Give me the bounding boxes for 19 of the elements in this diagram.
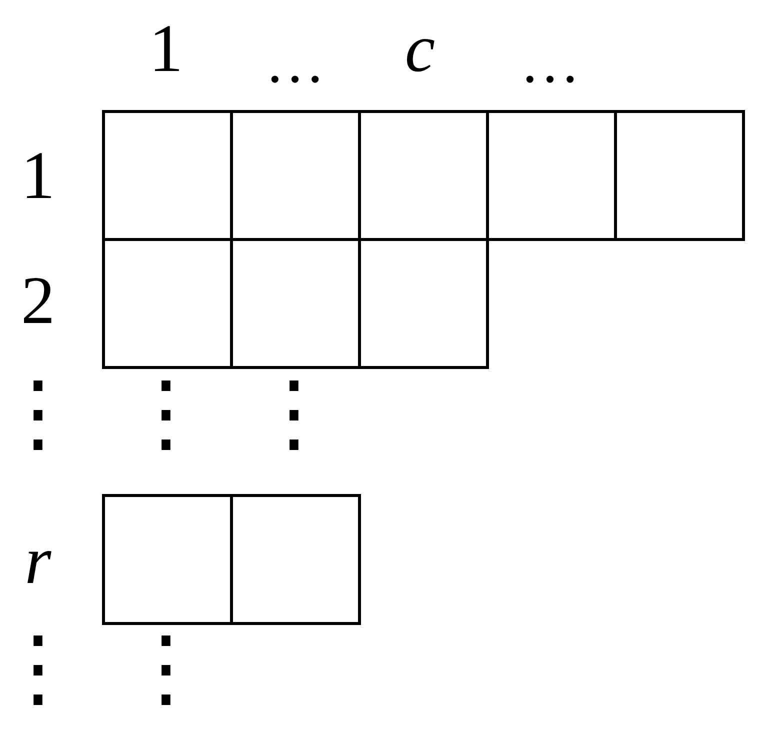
row-number: 2 (21, 266, 55, 334)
diagram-cell (102, 494, 233, 625)
ellipsis: … (520, 32, 580, 92)
column-variable: c (404, 14, 436, 82)
column-number: 1 (149, 14, 183, 82)
row-number: 1 (21, 141, 55, 209)
ellipsis: … (265, 32, 325, 92)
vertical-ellipsis: ⋮ (123, 625, 209, 711)
vertical-ellipsis: ⋮ (0, 625, 81, 711)
diagram-cell (230, 494, 361, 625)
diagram-cell (102, 110, 233, 241)
vertical-ellipsis: ⋮ (0, 370, 81, 456)
diagram-cell (614, 110, 745, 241)
vertical-ellipsis: ⋮ (123, 370, 209, 456)
row-variable: r (24, 526, 52, 594)
diagram-cell (486, 110, 617, 241)
diagram-cell (102, 238, 233, 369)
diagram-cell (358, 238, 489, 369)
vertical-ellipsis: ⋮ (251, 370, 337, 456)
